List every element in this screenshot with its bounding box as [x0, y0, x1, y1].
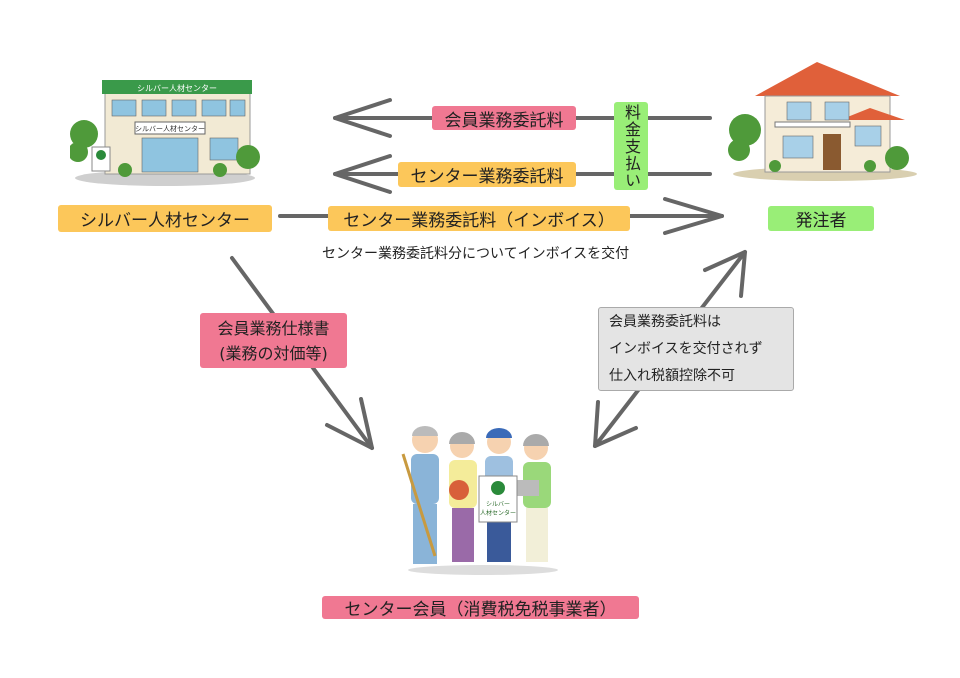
invoice-caption: センター業務委託料分についてインボイスを交付: [322, 246, 630, 262]
client-house-illustration: [728, 62, 917, 181]
member-sign-line1: シルバー: [486, 501, 510, 508]
payment-label: 料金支払い: [614, 102, 648, 190]
member-sign-line2: 人材センター: [480, 509, 516, 517]
note-line3: 仕入れ税額控除不可: [609, 367, 735, 384]
center-invoice-label: センター業務委託料（インボイス）: [328, 206, 630, 231]
member-4: [517, 434, 551, 562]
svg-text:シルバー人材センター: シルバー人材センター: [137, 83, 217, 93]
spec-line2: (業務の対価等): [219, 343, 328, 363]
member-2: [449, 432, 477, 562]
note-line1: 会員業務委託料は: [609, 313, 721, 330]
client-label: 発注者: [768, 206, 874, 231]
center-members-illustration: シルバー 人材センター: [401, 426, 558, 575]
svg-text:シルバー人材センター: シルバー人材センター: [135, 124, 205, 133]
member-fee-label: 会員業務委託料: [432, 106, 576, 131]
spec-label: 会員業務仕様書 (業務の対価等): [200, 313, 347, 368]
members-label: センター会員（消費税免税事業者）: [322, 596, 639, 620]
center-label: シルバー人材センター: [58, 205, 272, 232]
silver-center-building-illustration: シルバー人材センター シルバー人材センター: [70, 80, 260, 186]
member-1: [401, 426, 439, 564]
spec-line1: 会員業務仕様書: [217, 318, 330, 338]
center-fee-label: センター業務委託料: [398, 162, 576, 187]
note-line2: インボイスを交付されず: [609, 340, 763, 357]
note-box: 会員業務委託料は インボイスを交付されず 仕入れ税額控除不可: [598, 307, 794, 391]
